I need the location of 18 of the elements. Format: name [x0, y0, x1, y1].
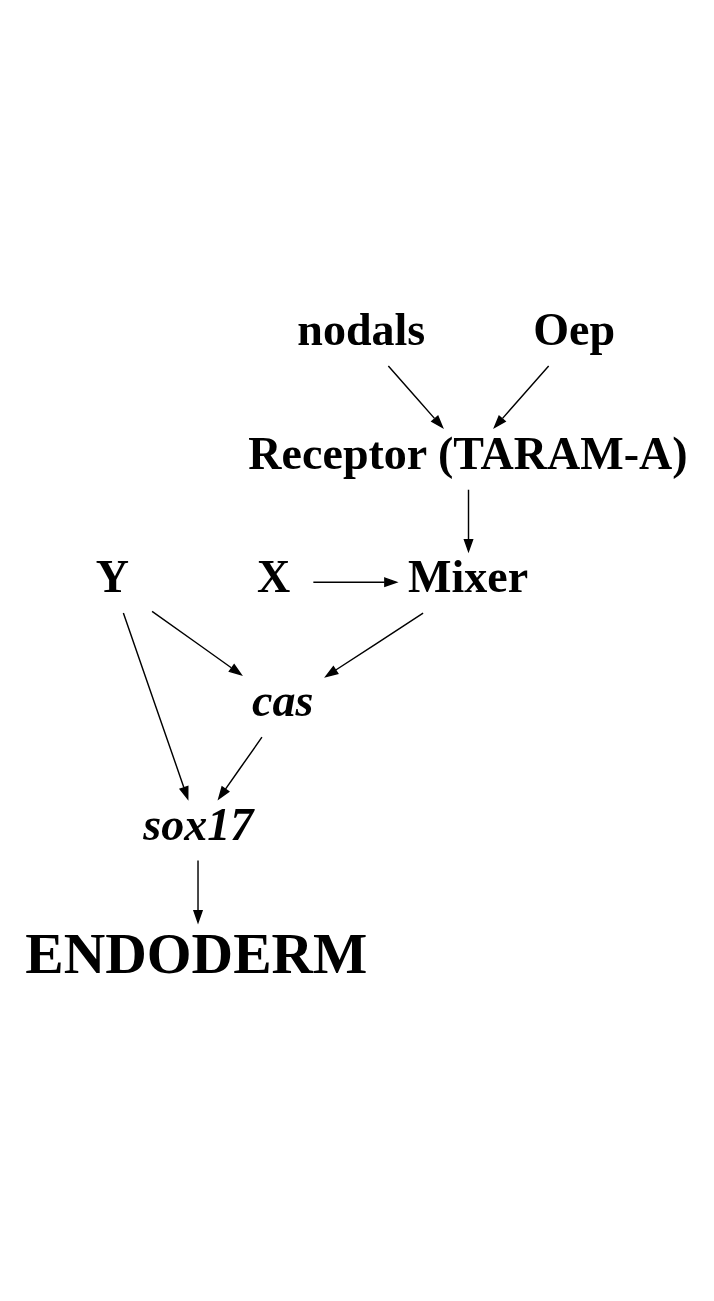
node-text: Oep: [533, 303, 616, 355]
arrow: [312, 577, 399, 588]
arrow: [493, 365, 550, 430]
arrow: [387, 365, 444, 430]
node-text: X: [257, 551, 291, 603]
arrow: [151, 610, 243, 676]
node-text: Y: [95, 551, 130, 603]
arrow: [217, 736, 263, 801]
arrow: [463, 489, 474, 554]
node-text: Receptor (TARAM-A): [248, 427, 688, 479]
node-text: Mixer: [408, 551, 529, 603]
arrow: [324, 612, 424, 678]
node-text: cas: [251, 675, 314, 727]
node-text: sox17: [143, 798, 254, 850]
node-text: ENDODERM: [25, 921, 368, 985]
node-text: nodals: [297, 303, 426, 355]
arrow: [192, 859, 204, 925]
arrow: [122, 612, 189, 801]
